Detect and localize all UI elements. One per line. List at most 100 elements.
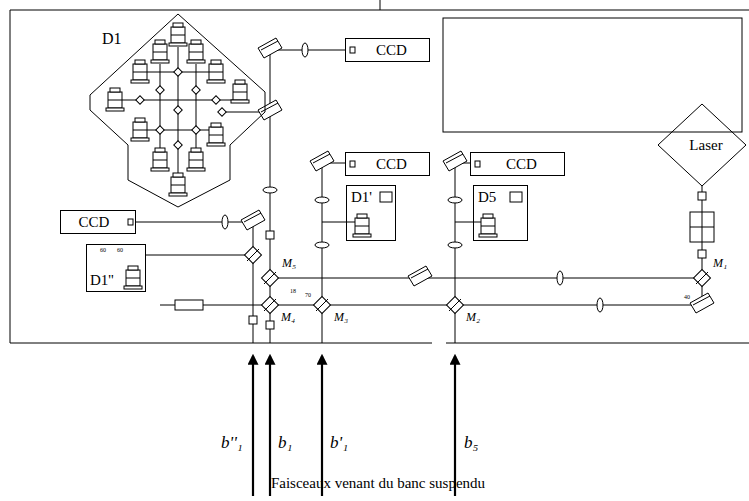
dimension-number: 70 <box>304 292 312 299</box>
dimension-number: 18 <box>289 288 297 295</box>
optics <box>222 215 228 229</box>
optics <box>192 126 200 134</box>
optics <box>174 106 182 114</box>
optics <box>694 270 711 287</box>
laser-beam <box>146 255 253 256</box>
optics <box>169 173 187 196</box>
ccd-camera-box: CCD <box>345 152 430 176</box>
detection-bench: D1 <box>88 10 268 210</box>
laser-beam <box>322 163 323 343</box>
optics <box>218 108 226 116</box>
optics <box>151 40 169 63</box>
optics <box>151 148 169 171</box>
optic-holder-symbol <box>690 212 714 242</box>
optics <box>302 43 308 57</box>
optics <box>124 266 142 289</box>
optics <box>263 187 277 193</box>
dimension-number: 60 <box>99 247 107 254</box>
optics <box>187 40 205 63</box>
figure-caption: Faisceaux venant du banc suspendu <box>178 474 578 492</box>
laser-beam <box>455 222 481 223</box>
ccd-camera-box: CCD <box>470 152 565 176</box>
optics <box>443 151 467 171</box>
laser-beam <box>270 278 702 279</box>
optic-holder-symbol <box>510 192 522 202</box>
bench-outline <box>90 14 265 207</box>
node-label: D1' <box>351 189 372 206</box>
optics <box>557 271 563 285</box>
node-label: CCD <box>79 214 110 231</box>
optics <box>131 60 149 83</box>
detector-box: D1' <box>346 185 396 241</box>
node-label: CCD <box>506 156 537 173</box>
laser-beam <box>122 47 702 343</box>
optics <box>207 60 225 83</box>
optics <box>156 86 164 94</box>
node-label: D1'' <box>90 272 114 289</box>
laser-beam <box>455 163 456 343</box>
optics <box>315 242 329 248</box>
beam-label: b''₁ <box>220 434 244 453</box>
optics <box>174 141 182 149</box>
ccd-camera-box: CCD <box>60 210 136 234</box>
optics <box>408 266 432 286</box>
optics <box>315 197 329 203</box>
optic-holder-symbol <box>128 47 714 310</box>
mirror-label: M₁ <box>712 257 728 270</box>
node-label: D5 <box>478 189 496 206</box>
optics <box>106 88 124 111</box>
optics <box>241 210 265 230</box>
optics <box>258 100 282 120</box>
optics <box>174 68 182 76</box>
optics <box>314 297 331 314</box>
optics <box>169 23 187 46</box>
beam-label: b₁ <box>277 434 293 453</box>
dimension-number: 60 <box>116 247 124 254</box>
node-label: CCD <box>376 156 407 173</box>
node-label: D1 <box>102 30 122 48</box>
optics <box>258 38 282 58</box>
optics <box>187 148 205 171</box>
detector-box: D5 <box>473 185 528 241</box>
optic-holder-symbol <box>380 192 392 202</box>
optics <box>310 151 334 171</box>
optics <box>207 123 225 146</box>
optic-holder-symbol <box>175 300 203 310</box>
mirror-label: M₂ <box>465 311 481 324</box>
laser-beam <box>160 64 161 148</box>
bench-outline <box>10 0 749 343</box>
mirror-label: M₄ <box>280 311 296 324</box>
laser-beam <box>322 222 355 223</box>
optic-holder-symbol <box>350 47 355 53</box>
optics <box>597 298 603 312</box>
optics <box>698 250 706 258</box>
optics <box>448 242 462 248</box>
optics <box>447 297 464 314</box>
optic-holder-symbol <box>128 219 133 225</box>
laser-source: Laser <box>657 103 747 187</box>
laser-beam <box>136 222 253 223</box>
enclosure-rect <box>443 18 742 132</box>
ccd-camera-box: CCD <box>345 38 430 62</box>
dimension-number: 40 <box>683 294 691 301</box>
laser-beam <box>160 305 175 306</box>
optics <box>249 316 257 324</box>
optics <box>231 80 249 103</box>
optics <box>245 247 262 264</box>
optics <box>192 86 200 94</box>
node-label: Laser <box>689 137 722 154</box>
beam-label: b₅ <box>463 434 479 453</box>
optics <box>266 321 274 329</box>
mirror-label: M₅ <box>281 257 297 270</box>
diamond-outline <box>658 104 746 186</box>
optics <box>212 96 220 104</box>
optics <box>690 293 714 313</box>
optics <box>266 231 274 239</box>
laser-beam <box>196 64 197 148</box>
beam-label: b'₁ <box>329 434 349 453</box>
optics <box>479 214 497 237</box>
optics <box>106 23 714 329</box>
bench-outline <box>10 0 749 343</box>
